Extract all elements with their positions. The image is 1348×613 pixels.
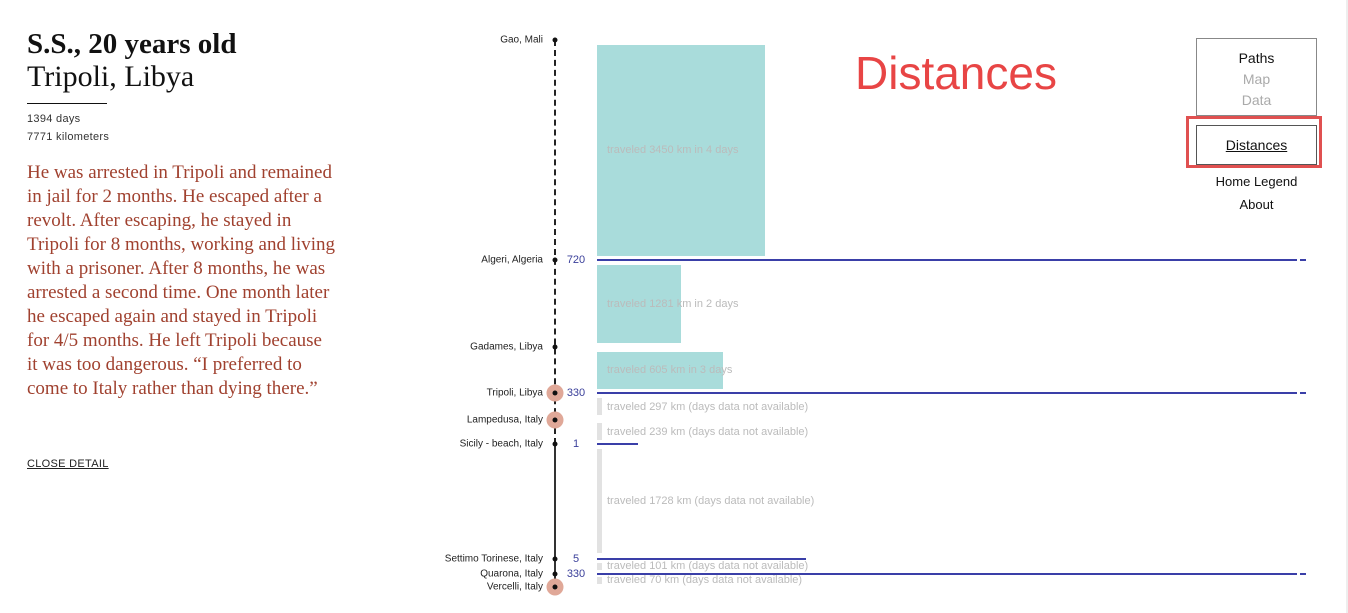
stay-line-overflow [1300,573,1306,575]
view-switcher [1196,38,1317,116]
close-detail-link[interactable]: CLOSE DETAIL [27,458,109,470]
stay-line [597,443,638,445]
leg-bar[interactable] [597,577,602,584]
leg-bar[interactable] [597,45,765,256]
home-legend-link[interactable]: Home Legend [1215,174,1298,189]
stop-label: Vercelli, Italy [486,581,543,593]
leg-bar[interactable] [597,449,602,553]
view-title: Distances [855,47,1057,99]
stop-dot[interactable] [552,441,558,447]
leg-bar[interactable] [597,563,602,570]
stop-label: Gao, Mali [500,34,543,46]
stop-label: Tripoli, Libya [486,387,543,399]
leg-label: traveled 70 km (days data not available) [607,574,803,586]
stay-line-overflow [1300,392,1306,394]
leg-bar[interactable] [597,352,723,389]
stay-days: 330 [566,568,586,580]
stop-ring-marker[interactable] [546,578,564,596]
story-text: He was arrested in Tripoli and remained … [27,162,336,399]
stop-label: Settimo Torinese, Italy [444,553,543,565]
stay-days: 720 [566,254,586,266]
leg-bar[interactable] [597,265,681,343]
stop-dot[interactable] [552,344,558,350]
stay-days: 1 [572,438,580,450]
distance-stat: 7771 kilometers [27,131,110,143]
person-name: S.S., 20 years old [27,28,237,60]
stop-dot[interactable] [552,257,558,263]
leg-bar[interactable] [597,423,602,440]
stop-label: Quarona, Italy [480,568,543,580]
highlight-box [1186,116,1322,168]
scrollbar[interactable] [1346,0,1348,613]
leg-label: traveled 3450 km in 4 days [607,144,739,156]
distances-button[interactable]: Distances [1196,125,1317,165]
stay-days: 330 [566,387,586,399]
stop-label: Gadames, Libya [470,341,543,353]
stay-line [597,392,1297,394]
stay-days: 5 [572,553,580,565]
leg-label: traveled 1728 km (days data not availabl… [607,495,815,507]
leg-label: traveled 297 km (days data not available… [607,401,809,413]
stay-line [597,259,1297,261]
stay-line [597,558,806,560]
leg-label: traveled 239 km (days data not available… [607,426,809,438]
nav-map[interactable]: Map [1242,71,1271,87]
stop-label: Algeri, Algeria [481,254,543,266]
days-stat: 1394 days [27,113,81,125]
stop-label: Sicily - beach, Italy [459,438,543,450]
leg-label: traveled 605 km in 3 days [607,364,733,376]
leg-label: traveled 101 km (days data not available… [607,560,809,572]
stop-ring-marker[interactable] [546,411,564,429]
timeline-solid [554,444,556,587]
nav-paths[interactable]: Paths [1238,50,1275,66]
stop-ring-marker[interactable] [546,384,564,402]
timeline-dashed [554,40,556,444]
stop-dot[interactable] [552,37,558,43]
stop-dot[interactable] [552,571,558,577]
stop-dot[interactable] [552,556,558,562]
nav-data[interactable]: Data [1241,92,1272,108]
stay-line-overflow [1300,259,1306,261]
divider [27,103,107,104]
stop-label: Lampedusa, Italy [466,414,543,426]
leg-label: traveled 1281 km in 2 days [607,298,739,310]
stay-line [597,573,1297,575]
about-link[interactable]: About [1239,197,1274,212]
leg-bar[interactable] [597,398,602,415]
person-origin: Tripoli, Libya [27,60,195,93]
